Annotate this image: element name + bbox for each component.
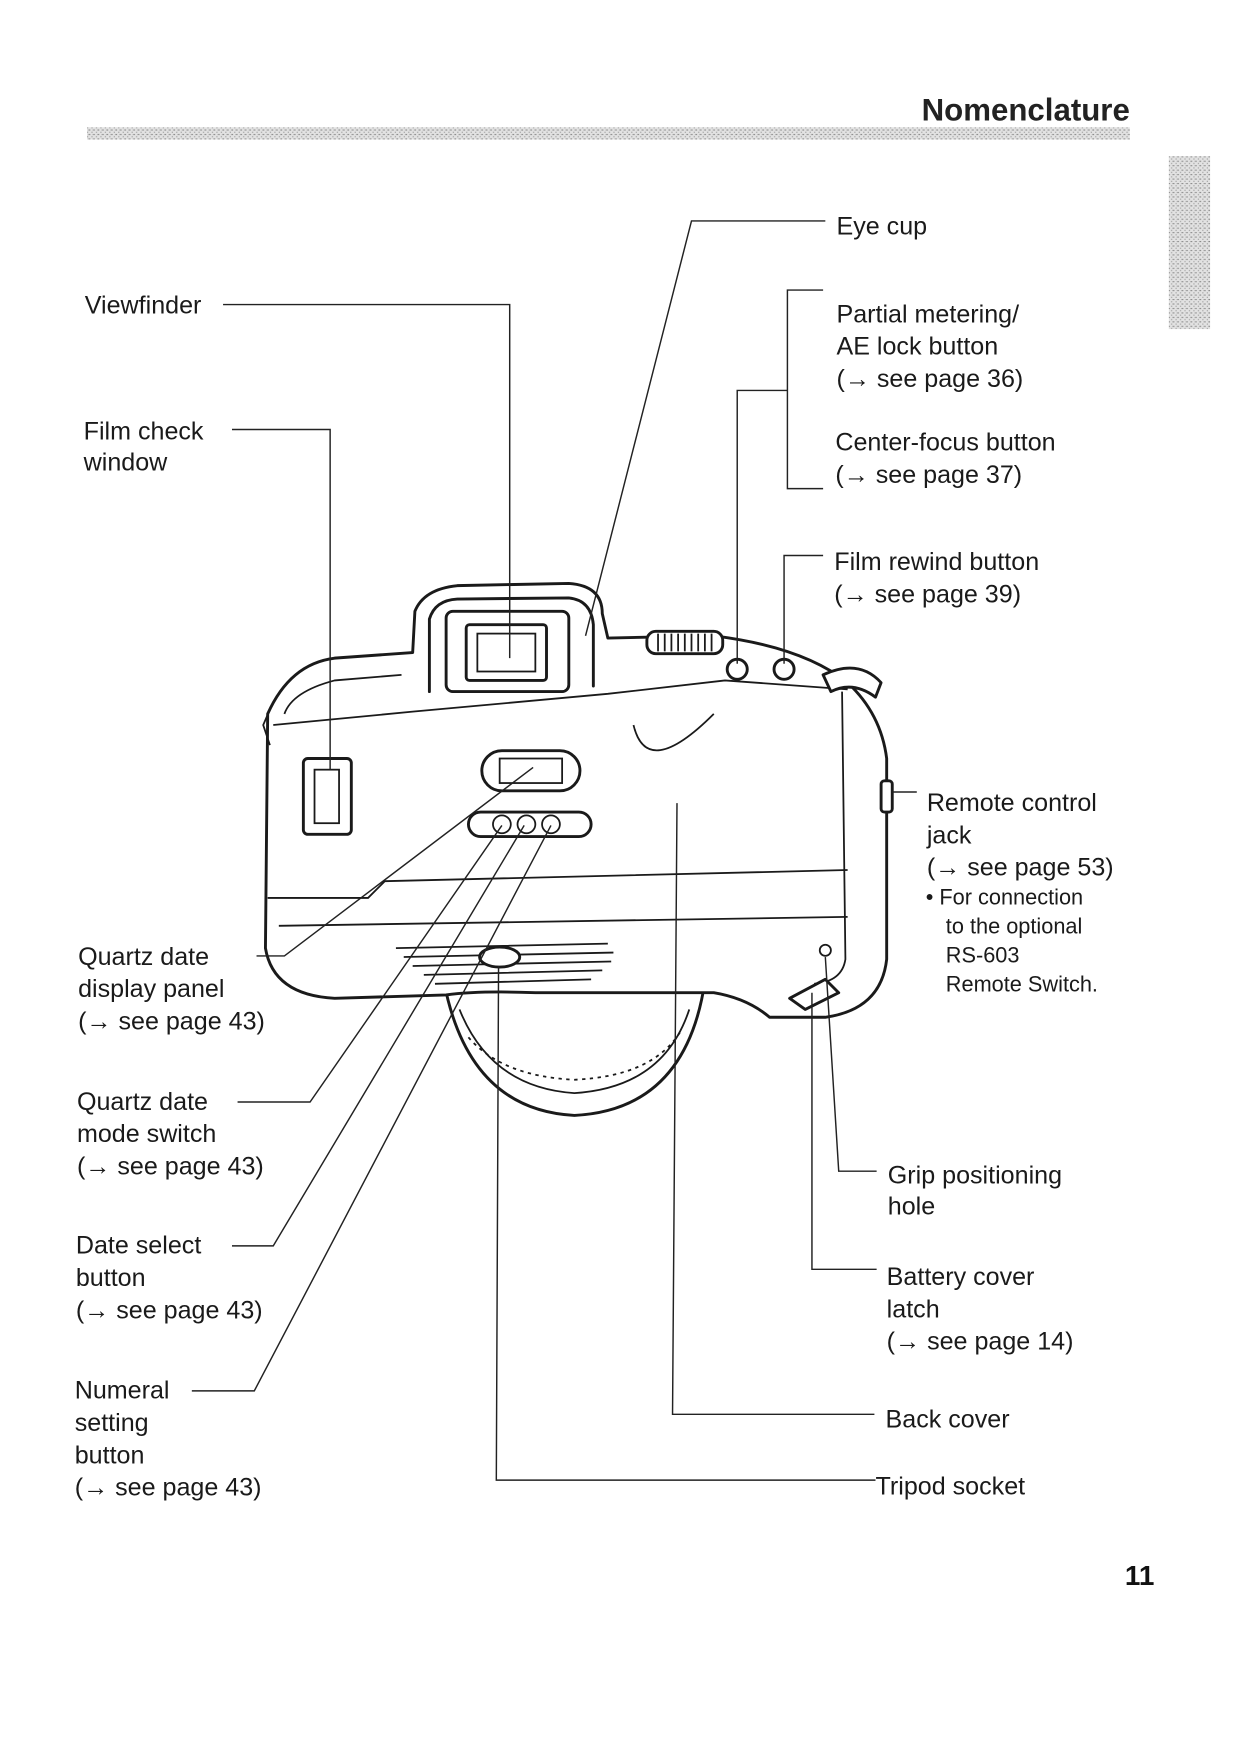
remote-note: • For connection to the optional RS-603 …	[926, 885, 1098, 997]
label-center-focus: Center-focus button (→ see page 37)	[835, 429, 1062, 489]
label-quartz-date-display-panel: Quartz date display panel (→ see page 43…	[78, 943, 265, 1036]
label-eye-cup: Eye cup	[836, 212, 927, 240]
label-quartz-date-mode-switch: Quartz date mode switch (→ see page 43)	[77, 1088, 264, 1181]
side-tab	[1168, 156, 1211, 330]
label-film-rewind: Film rewind button (→ see page 39)	[834, 548, 1046, 608]
label-remote-jack: Remote control jack (→ see page 53)	[926, 789, 1114, 882]
label-viewfinder: Viewfinder	[85, 291, 202, 319]
page-title: Nomenclature	[922, 93, 1130, 128]
label-film-check-window: Film check window	[83, 418, 211, 477]
label-battery-latch: Battery cover latch (→ see page 14)	[887, 1263, 1074, 1356]
label-tripod-socket: Tripod socket	[876, 1473, 1026, 1501]
page-number: 11	[1125, 1560, 1154, 1591]
label-partial-metering: Partial metering/ AE lock button (→ see …	[836, 300, 1026, 393]
camera-back-illustration	[262, 581, 894, 1117]
header-band	[86, 127, 1130, 140]
label-grip-hole: Grip positioning hole	[888, 1161, 1069, 1220]
label-date-select-button: Date select button (→ see page 43)	[76, 1232, 263, 1325]
label-numeral-setting-button: Numeral setting button (→ see page 43)	[75, 1377, 262, 1502]
label-back-cover: Back cover	[886, 1406, 1010, 1434]
leader-lines	[191, 220, 917, 1481]
